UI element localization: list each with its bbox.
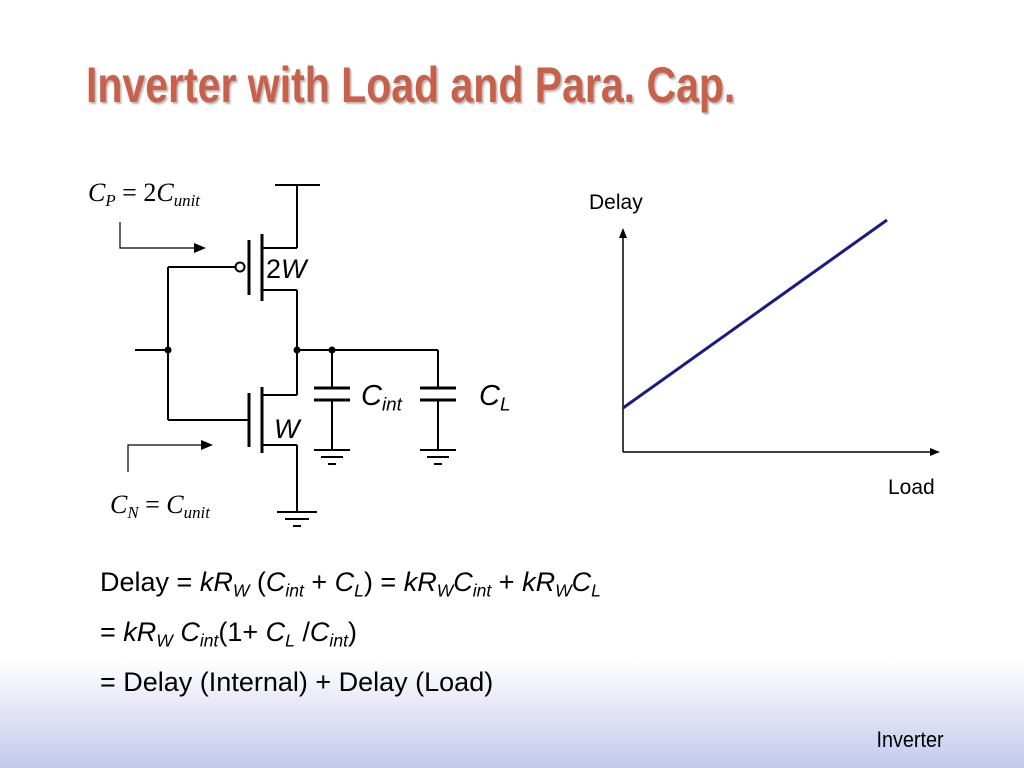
plot-x-label: Load [888,476,935,499]
cp-arrow [119,222,196,249]
slide-footer: Inverter [876,727,944,752]
delay-line [622,218,888,410]
equation-line-2: = kRW Cint(1+ CL /Cint) [100,617,357,651]
slide-title: Inverter with Load and Para. Cap. [86,57,736,113]
equation-line-1: Delay = kRW (Cint + CL) = kRWCint + kRWC… [100,567,601,601]
cn-label: CN = Cunit [110,490,210,523]
equation-line-3: = Delay (Internal) + Delay (Load) [100,667,494,697]
cint-label: Cint [361,380,402,415]
cn-arrowhead [201,440,213,450]
cp-label: CP = 2Cunit [88,178,200,211]
cint-junction-dot [328,346,336,354]
plot-x-axis-arrowhead [930,448,940,456]
cn-arrow [127,444,203,472]
plot-y-axis-arrowhead [619,228,627,238]
cp-arrowhead [194,243,206,253]
nmos-width-label: W [274,414,300,444]
pmos-width-label: 2W [266,254,307,284]
pmos-bubble [234,261,246,273]
cl-label: CL [479,380,511,415]
input-junction-dot [164,346,172,354]
output-junction-dot [293,346,301,354]
plot-y-label: Delay [589,191,643,214]
